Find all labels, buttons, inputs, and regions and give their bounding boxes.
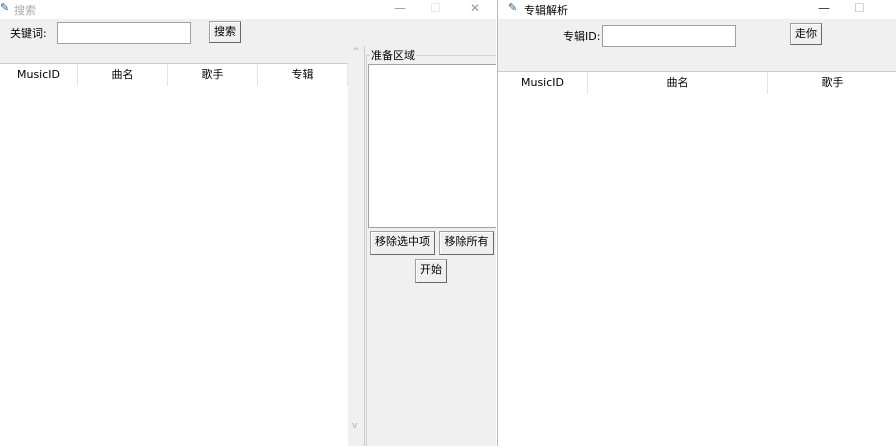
col-singer[interactable]: 歌手 [821,76,844,89]
col-album[interactable]: 专辑 [258,64,348,86]
window-title: 专辑解析 [524,4,568,17]
prep-area-label: 准备区域 [370,47,416,63]
col-singer[interactable]: 歌手 [168,64,258,86]
start-button[interactable]: 开始 [415,259,447,283]
album-window: ✎ 专辑解析 — ☐ 专辑ID: 走你 MusicID 曲名 歌手 [497,0,896,446]
go-button[interactable]: 走你 [790,23,822,45]
close-button[interactable]: ✕ [470,1,481,15]
remove-all-button[interactable]: 移除所有 [439,231,494,255]
album-table[interactable]: MusicID 曲名 歌手 [498,71,896,446]
search-button[interactable]: 搜索 [209,21,241,43]
scroll-up-icon[interactable]: ^ [352,47,360,57]
maximize-button[interactable]: ☐ [430,1,441,15]
minimize-button[interactable]: — [818,1,830,15]
keyword-input[interactable] [57,22,191,44]
keyword-label: 关键词: [10,27,47,40]
title-bar: ✎ 搜索 — ☐ ✕ [0,0,496,19]
title-bar: ✎ 专辑解析 — ☐ [498,0,896,19]
maximize-button[interactable]: ☐ [854,1,865,15]
album-id-input[interactable] [602,25,736,47]
minimize-button[interactable]: — [394,1,406,15]
feather-icon: ✎ [0,1,10,14]
results-scrollbar[interactable]: ^ v [349,46,365,446]
scroll-down-icon[interactable]: v [352,421,358,431]
prep-area-frame: 准备区域 [366,47,496,446]
window-title: 搜索 [14,4,36,17]
search-window: ✎ 搜索 — ☐ ✕ 关键词: 搜索 MusicID 曲名 歌手 专辑 ^ v … [0,0,496,446]
remove-selected-button[interactable]: 移除选中项 [370,231,435,255]
album-id-label: 专辑ID: [563,30,601,43]
col-title[interactable]: 曲名 [78,64,168,86]
prep-list[interactable] [368,64,496,228]
col-musicid[interactable]: MusicID [0,64,78,86]
results-table[interactable]: MusicID 曲名 歌手 专辑 [0,63,348,446]
feather-icon: ✎ [508,1,518,14]
col-musicid[interactable]: MusicID [498,72,588,94]
col-title[interactable]: 曲名 [588,72,768,94]
